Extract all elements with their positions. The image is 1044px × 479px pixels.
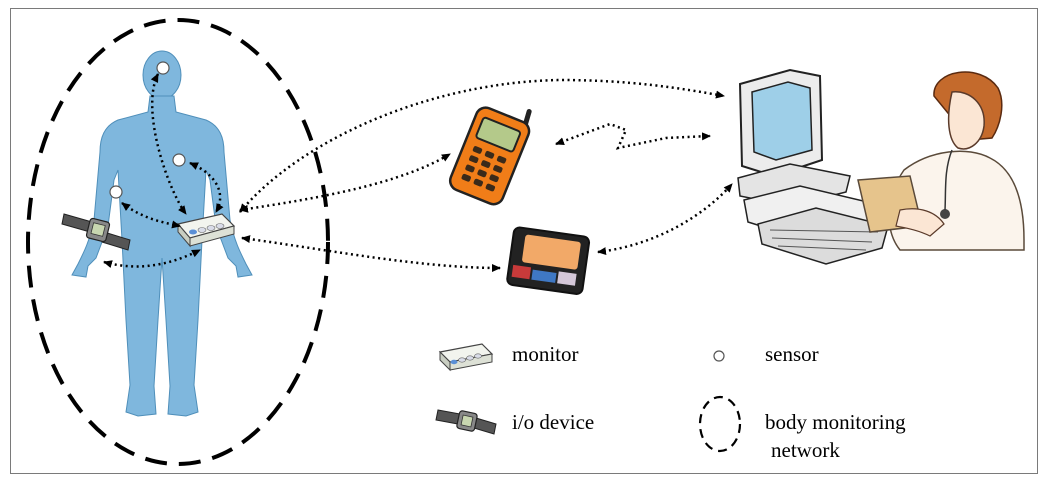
arrow-phone-computer xyxy=(555,122,711,150)
arrow-wrist-monitor xyxy=(103,248,201,268)
legend-sensor-icon xyxy=(713,350,725,362)
legend-sensor-label: sensor xyxy=(765,342,819,366)
sensor-icon xyxy=(172,153,186,167)
sensor-icon xyxy=(109,185,123,199)
legend-io-device-label: i/o device xyxy=(512,410,595,434)
memory-card-icon xyxy=(506,226,591,295)
arrow-arm-sensor-monitor xyxy=(121,201,181,229)
sensor-icon xyxy=(156,61,170,75)
monitor-device-icon xyxy=(176,213,236,248)
diagram-frame xyxy=(10,8,1038,474)
mobile-phone-icon xyxy=(448,106,532,206)
legend-network-label-line2: network xyxy=(771,438,840,462)
arrow-monitor-phone xyxy=(239,152,451,213)
legend-wrist-io-device-icon xyxy=(435,409,497,435)
wrist-io-device-icon xyxy=(61,213,131,251)
legend-network-label-line1: body monitoring xyxy=(765,410,906,434)
arrow-monitor-memory-card xyxy=(241,235,501,272)
legend-monitor-icon xyxy=(438,343,494,372)
arrow-memory-card-computer xyxy=(597,183,733,256)
computer-icon xyxy=(737,68,889,265)
legend-network-icon xyxy=(698,395,742,453)
nurse-icon xyxy=(857,71,1025,251)
legend-monitor-label: monitor xyxy=(512,342,579,366)
arrow-monitor-computer xyxy=(239,78,725,213)
